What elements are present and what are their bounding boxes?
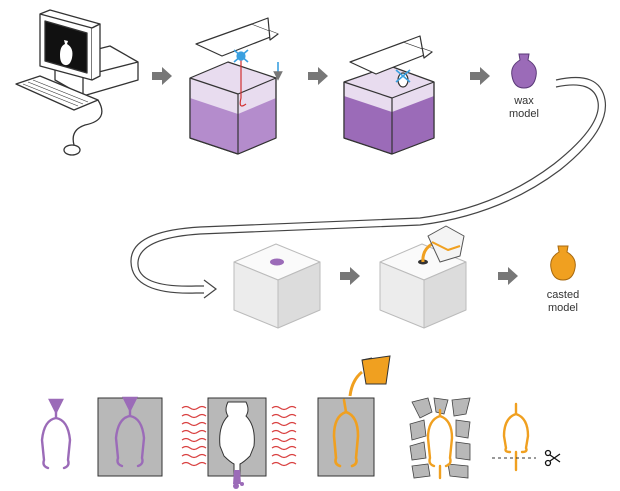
mold-cube-icon xyxy=(233,243,321,329)
final-cut-icon xyxy=(492,402,561,472)
computer-icon xyxy=(15,9,139,156)
vase-icon xyxy=(511,53,537,89)
printer-vat-icon xyxy=(189,17,283,155)
flow-arrow-icon xyxy=(130,76,607,299)
burnout-mold-icon xyxy=(181,397,297,489)
scissors-icon xyxy=(544,449,561,467)
casting-mold-icon xyxy=(317,355,391,477)
vase-icon xyxy=(550,245,576,281)
flow-arrow-icon xyxy=(340,267,518,285)
wax-model-label-line1: wax xyxy=(513,95,534,107)
mold-cube-pour-icon xyxy=(379,225,467,329)
casted-model-label-line1: casted xyxy=(547,289,579,301)
casted-model-label-line2: model xyxy=(548,302,578,314)
mold-block-icon xyxy=(97,396,163,477)
wax-model-label-line2: model xyxy=(509,108,539,120)
broken-mold-icon xyxy=(409,397,471,480)
printer-vat-icon xyxy=(343,35,435,155)
wax-tree-icon xyxy=(40,398,72,470)
flow-arrow-icon xyxy=(152,67,490,85)
